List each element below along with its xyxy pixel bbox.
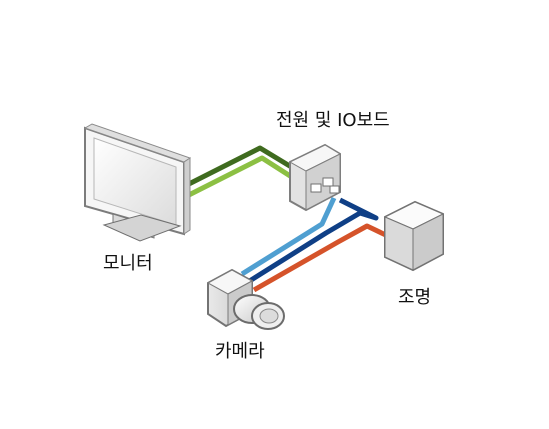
monitor-cable-dark bbox=[175, 145, 300, 193]
camera-cable-light-blue bbox=[240, 196, 337, 277]
label-camera: 카메라 bbox=[215, 341, 265, 362]
io-board-icon bbox=[288, 143, 342, 212]
monitor-cable-light bbox=[175, 155, 300, 204]
label-lighting: 조명 bbox=[398, 287, 431, 308]
light-box-icon bbox=[383, 200, 445, 272]
monitor-cables bbox=[175, 145, 300, 204]
monitor-icon bbox=[83, 123, 192, 242]
camera-icon bbox=[206, 268, 285, 330]
lighting-cable-red bbox=[252, 223, 394, 293]
label-monitor: 모니터 bbox=[103, 253, 153, 274]
camera-cable-dark-blue bbox=[246, 197, 379, 285]
camera-cables bbox=[240, 196, 394, 293]
label-power-io-board: 전원 및 IO보드 bbox=[276, 110, 390, 131]
